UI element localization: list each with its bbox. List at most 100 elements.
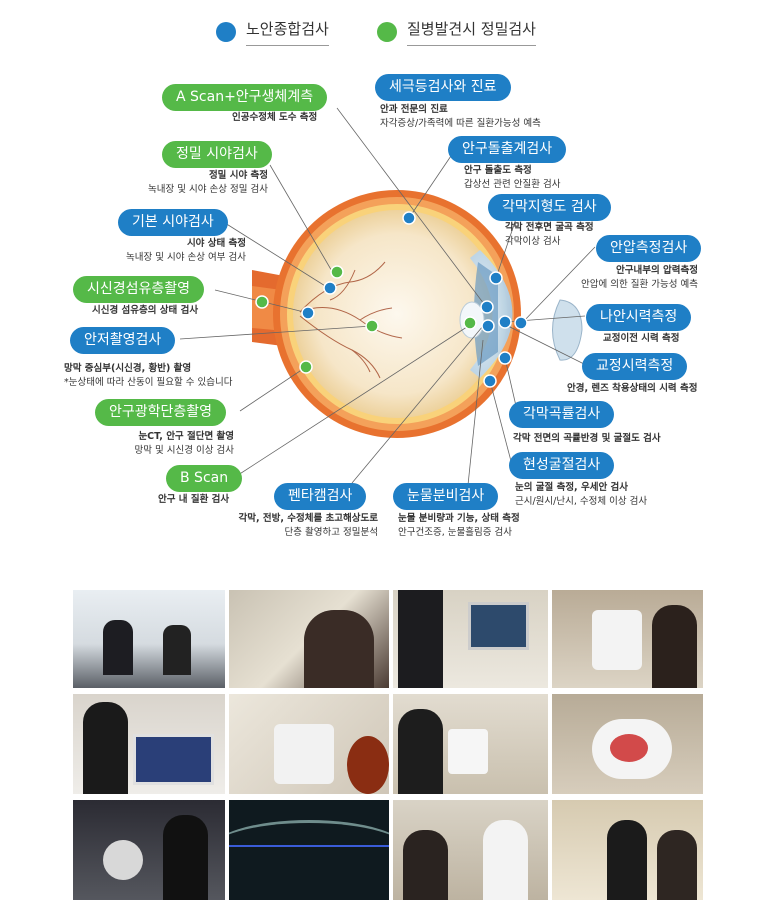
photo-doctor-consult [393, 800, 548, 900]
blood-vessels [299, 261, 403, 379]
pill-rnfl: 시신경섬유층촬영 [73, 276, 205, 303]
desc-topography: 각막 전후면 굴곡 측정 각막이상 검사 [505, 221, 594, 249]
desc-refraction-line1: 눈의 굴절 측정, 우세안 검사 [515, 482, 628, 493]
photo-oct-scan-image [229, 800, 389, 900]
pill-refraction: 현성굴절검사 [509, 452, 615, 479]
pill-exophthalmometry: 안구돌출계검사 [448, 136, 567, 163]
pill-visual-acuity: 나안시력측정 [586, 304, 692, 331]
desc-precise-field: 정밀 시야 측정 녹내장 및 시야 손상 정밀 검사 [118, 169, 268, 197]
point-slit-lamp [402, 211, 416, 225]
photo-tonometer-exam [552, 590, 703, 688]
desc-topography-line1: 각막 전후면 굴곡 측정 [505, 222, 594, 233]
desc-fundus-line1: 망막 중심부(시신경, 황반) 촬영 [64, 363, 192, 374]
point-oct [365, 319, 379, 333]
desc-tear-secretion-line2: 안구건조증, 눈물흘림증 검사 [398, 527, 512, 538]
desc-pentacam-line2: 단층 촬영하고 정밀분석 [284, 527, 378, 538]
pill-fundus: 안저촬영검사 [70, 327, 176, 354]
point-ascan [463, 316, 477, 330]
photo-slit-lamp-staff [73, 800, 225, 900]
desc-slit-lamp-line2: 자각증상/가족력에 따른 질환가능성 예측 [380, 118, 541, 129]
connector-lines [179, 107, 596, 486]
desc-corrected-acuity: 안경, 렌즈 착용상태의 시력 측정 [567, 382, 697, 396]
pill-keratometry: 각막곡률검사 [509, 401, 615, 428]
point-precise-field [330, 265, 344, 279]
legend-basic-label: 노안종합검사 [246, 18, 329, 46]
pill-corrected-acuity: 교정시력측정 [582, 353, 688, 380]
photo-counseling-desk [552, 800, 703, 900]
blue-dot-icon [216, 22, 236, 42]
legend: 노안종합검사 질병발견시 정밀검사 [0, 14, 773, 54]
desc-bscan: 안구 내 질환 검사 [158, 493, 229, 507]
desc-rnfl-line1: 시신경 섬유층의 상태 검사 [92, 305, 199, 316]
point-refraction [483, 374, 497, 388]
pill-bscan: B Scan [166, 465, 243, 492]
desc-keratometry: 각막 전면의 곡률반경 및 굴절도 검사 [513, 432, 661, 446]
desc-exophthalmometry: 안구 돌출도 측정 갑상선 관련 안질환 검사 [464, 164, 560, 192]
pill-slit-lamp: 세극등검사와 진료 [375, 74, 511, 101]
legend-precise: 질병발견시 정밀검사 [377, 18, 536, 46]
photo-oct-analysis [73, 694, 225, 794]
pill-basic-field: 기본 시야검사 [118, 209, 228, 236]
desc-corrected-acuity-line1: 안경, 렌즈 착용상태의 시력 측정 [567, 383, 698, 394]
desc-bscan-line1: 안구 내 질환 검사 [158, 494, 230, 505]
point-visual-acuity [498, 315, 512, 329]
desc-tear-secretion: 눈물 분비량과 기능, 상태 측정 안구건조증, 눈물흘림증 검사 [398, 512, 520, 540]
desc-ascan: 인공수정체 도수 측정 [232, 111, 317, 125]
desc-topography-line2: 각막이상 검사 [505, 236, 561, 247]
point-basic-field [323, 281, 337, 295]
legend-precise-label: 질병발견시 정밀검사 [407, 18, 536, 46]
legend-basic: 노안종합검사 [216, 18, 329, 46]
desc-fundus-line2: *눈상태에 따라 산동이 필요할 수 있습니다 [64, 377, 233, 388]
desc-fundus: 망막 중심부(시신경, 황반) 촬영 *눈상태에 따라 산동이 필요할 수 있습… [64, 362, 232, 390]
point-rnfl [255, 295, 269, 309]
photo-autorefractor-exam [229, 590, 389, 688]
desc-refraction: 눈의 굴절 측정, 우세안 검사 근시/원시/난시, 수정체 이상 검사 [515, 481, 647, 509]
pill-tonometry: 안압측정검사 [596, 235, 702, 262]
photo-reception-desk [73, 590, 225, 688]
desc-oct: 눈CT, 안구 절단면 촬영 망막 및 시신경 이상 검사 [84, 430, 234, 458]
exam-points [255, 211, 528, 388]
pill-topography: 각막지형도 검사 [488, 194, 611, 221]
photo-monitor-exam [393, 590, 548, 688]
green-dot-icon [377, 22, 397, 42]
point-exophthalmometry [489, 271, 503, 285]
desc-precise-field-line1: 정밀 시야 측정 [208, 170, 268, 181]
cornea [470, 250, 513, 378]
point-topography [480, 300, 494, 314]
desc-slit-lamp: 안과 전문의 진료 자각증상/가족력에 따른 질환가능성 예측 [380, 103, 541, 131]
point-tonometry [514, 316, 528, 330]
eye-diagram [179, 107, 596, 486]
point-fundus [301, 306, 315, 320]
contact-lens [552, 299, 583, 361]
point-bscan [299, 360, 313, 374]
desc-exophthalmometry-line2: 갑상선 관련 안질환 검사 [464, 179, 561, 190]
desc-basic-field: 시야 상태 측정 녹내장 및 시야 손상 여부 검사 [88, 237, 246, 265]
photo-perimeter-exam [552, 694, 703, 794]
desc-precise-field-line2: 녹내장 및 시야 손상 정밀 검사 [148, 184, 268, 195]
desc-tonometry: 안구내부의 압력측정 안압에 의한 질환 가능성 예측 [545, 264, 698, 292]
photo-topography-exam [393, 694, 548, 794]
pill-oct: 안구광학단층촬영 [95, 399, 227, 426]
desc-exophthalmometry-line1: 안구 돌출도 측정 [464, 165, 532, 176]
desc-basic-field-line1: 시야 상태 측정 [186, 238, 246, 249]
photo-grid [73, 590, 703, 900]
vitreous [293, 210, 501, 418]
desc-ascan-line1: 인공수정체 도수 측정 [232, 112, 318, 123]
desc-rnfl: 시신경 섬유층의 상태 검사 [92, 304, 198, 318]
desc-tear-secretion-line1: 눈물 분비량과 기능, 상태 측정 [398, 513, 520, 524]
point-pentacam [481, 319, 495, 333]
iris [474, 262, 498, 366]
desc-tonometry-line1: 안구내부의 압력측정 [616, 265, 698, 276]
photo-fundus-camera [229, 694, 389, 794]
desc-visual-acuity: 교정이전 시력 측정 [603, 332, 680, 346]
pill-tear-secretion: 눈물분비검사 [393, 483, 499, 510]
pill-precise-field: 정밀 시야검사 [162, 141, 272, 168]
desc-pentacam: 각막, 전방, 수정체를 초고해상도로 단층 촬영하고 정밀분석 [218, 512, 378, 540]
desc-pentacam-line1: 각막, 전방, 수정체를 초고해상도로 [238, 513, 378, 524]
point-keratometry [498, 351, 512, 365]
desc-basic-field-line2: 녹내장 및 시야 손상 여부 검사 [126, 252, 246, 263]
desc-visual-acuity-line1: 교정이전 시력 측정 [603, 333, 680, 344]
desc-slit-lamp-line1: 안과 전문의 진료 [380, 104, 448, 115]
desc-refraction-line2: 근시/원시/난시, 수정체 이상 검사 [515, 496, 648, 507]
desc-oct-line1: 눈CT, 안구 절단면 촬영 [138, 431, 234, 442]
